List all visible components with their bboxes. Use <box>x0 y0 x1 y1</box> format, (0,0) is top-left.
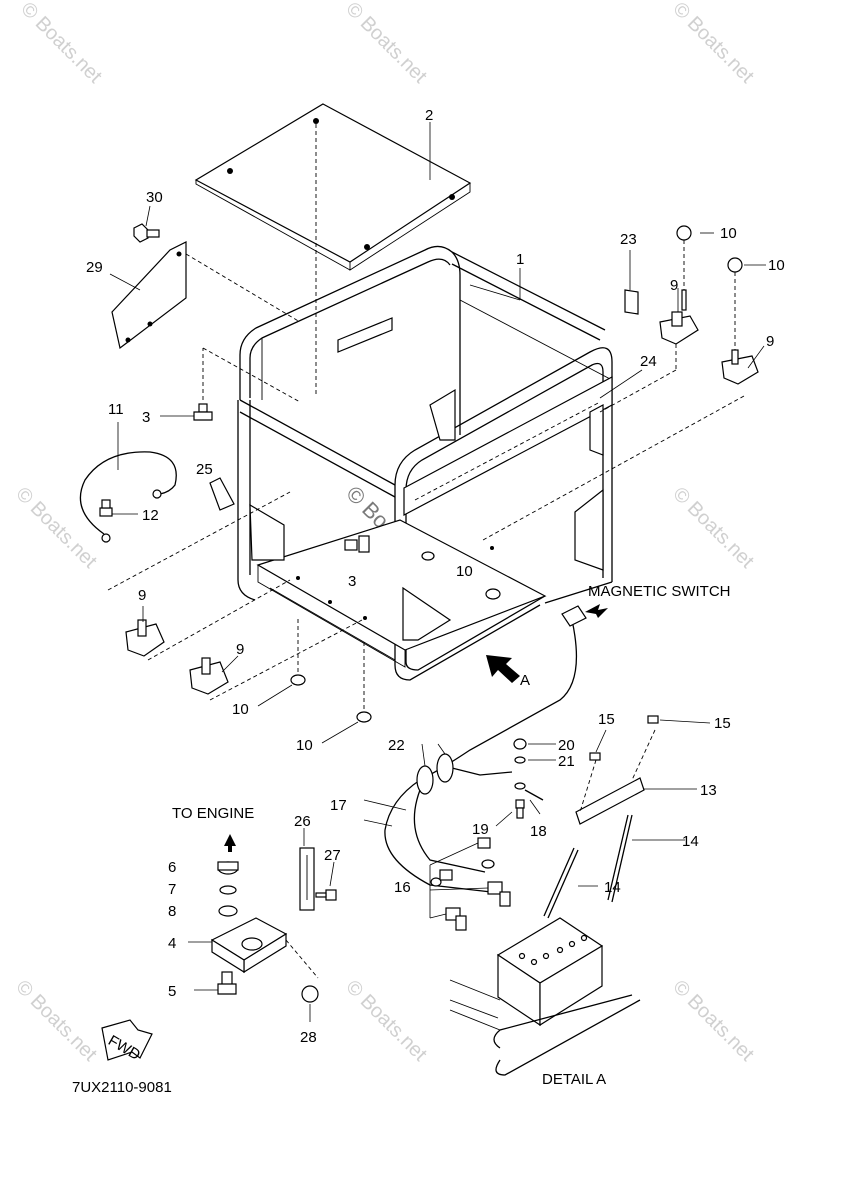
callout-26: 26 <box>294 813 311 830</box>
view-a-label: A <box>520 672 530 689</box>
mount-9-upper-b <box>482 257 759 541</box>
watermark-mid-right: © Boats.net <box>668 483 758 573</box>
detail-a-battery <box>449 917 641 1076</box>
callout-9-lower-a: 9 <box>138 587 146 604</box>
label-23 <box>624 289 639 315</box>
callout-12: 12 <box>142 507 159 524</box>
nut-10-b <box>356 711 372 723</box>
callout-18: 18 <box>530 823 547 840</box>
callout-22: 22 <box>388 737 405 754</box>
watermark-top-left: © Boats.net <box>16 0 106 88</box>
callout-9-upper-a: 9 <box>670 277 678 294</box>
bolt-30 <box>133 223 160 243</box>
callout-21: 21 <box>558 753 575 770</box>
callout-14-left: 14 <box>604 879 621 896</box>
watermark-top-center: © Boats.net <box>341 0 431 88</box>
mount-9-lower-a <box>125 579 291 661</box>
bolt-3-upper <box>193 347 301 421</box>
fwd-arrow: FWD <box>101 1019 153 1064</box>
callout-17: 17 <box>330 797 347 814</box>
leader-lines <box>109 122 766 1022</box>
stud-18 <box>514 782 544 801</box>
callout-25: 25 <box>196 461 213 478</box>
callout-10-right: 10 <box>768 257 785 274</box>
ground-wire <box>79 451 291 591</box>
callout-29: 29 <box>86 259 103 276</box>
callout-3-upper: 3 <box>142 409 150 426</box>
watermark-bottom-center: © Boats.net <box>341 976 431 1066</box>
callouts: 2 1 30 29 11 3 25 12 3 23 10 10 9 9 24 1… <box>86 107 785 1046</box>
to-engine-label: TO ENGINE <box>172 805 254 822</box>
callout-20: 20 <box>558 737 575 754</box>
terminal-12 <box>99 499 138 517</box>
callout-6: 6 <box>168 859 176 876</box>
mount-9-lower-b <box>189 619 363 701</box>
top-cover-plate <box>194 103 472 395</box>
watermark-mid-left: © Boats.net <box>11 483 101 573</box>
nut-10-a <box>290 674 306 686</box>
callout-15-a: 15 <box>598 711 615 728</box>
washer-21 <box>514 756 526 764</box>
nut-10-c <box>421 551 435 561</box>
mount-9-upper-a <box>599 225 699 413</box>
callout-27: 27 <box>324 847 341 864</box>
callout-3-lower: 3 <box>348 573 356 590</box>
callout-9-lower-b: 9 <box>236 641 244 658</box>
callout-7: 7 <box>168 881 176 898</box>
callout-15-b: 15 <box>714 715 731 732</box>
callout-10-lower-a: 10 <box>232 701 249 718</box>
callout-11: 11 <box>108 401 124 418</box>
callout-16: 16 <box>394 879 411 896</box>
callout-9-upper-b: 9 <box>766 333 774 350</box>
callout-1: 1 <box>516 251 524 268</box>
bolt-15-a <box>589 752 601 761</box>
callout-28: 28 <box>300 1029 317 1046</box>
frame <box>237 245 613 681</box>
callout-30: 30 <box>146 189 163 206</box>
diagram-code: 7UX2110-9081 <box>72 1079 172 1096</box>
tag-25 <box>209 477 235 511</box>
callout-14-right: 14 <box>682 833 699 850</box>
watermark-bottom-right: © Boats.net <box>668 976 758 1066</box>
nut-20 <box>513 738 527 750</box>
callout-13: 13 <box>700 782 717 799</box>
callout-5: 5 <box>168 983 176 1000</box>
battery-stay <box>543 729 656 919</box>
watermark-bottom-left: © Boats.net <box>11 976 101 1066</box>
nut-10-d <box>485 588 501 600</box>
side-bracket <box>111 223 301 350</box>
engine-mount-assembly <box>210 834 337 1003</box>
watermark-top-right: © Boats.net <box>668 0 758 88</box>
callout-2: 2 <box>425 107 433 124</box>
bolt-19 <box>515 799 525 819</box>
callout-23: 23 <box>620 231 637 248</box>
bolt-3-lower <box>344 535 370 553</box>
magnetic-switch-label: MAGNETIC SWITCH <box>588 583 731 600</box>
magnetic-switch-arrow <box>585 604 608 618</box>
callout-24: 24 <box>640 353 657 370</box>
view-a-arrow <box>486 655 520 683</box>
callout-4: 4 <box>168 935 176 952</box>
callout-10-lower-b: 10 <box>296 737 313 754</box>
battery-cable <box>384 605 587 894</box>
callout-10-center: 10 <box>456 563 473 580</box>
bolt-15-b <box>647 715 659 724</box>
callout-10-top: 10 <box>720 225 737 242</box>
callout-19: 19 <box>472 821 489 838</box>
terminals-16 <box>429 837 511 931</box>
detail-a-label: DETAIL A <box>542 1071 606 1088</box>
callout-8: 8 <box>168 903 176 920</box>
